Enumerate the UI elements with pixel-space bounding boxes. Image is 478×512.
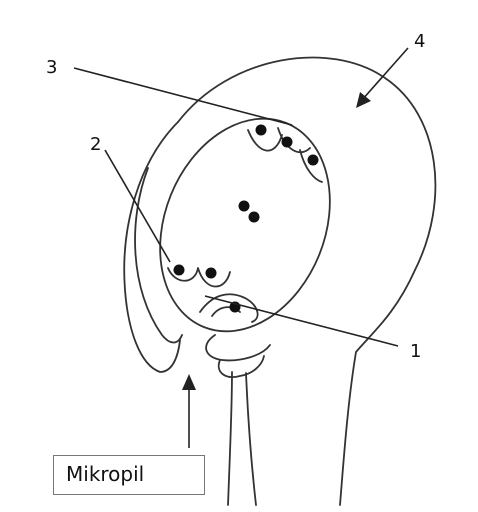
label-1: 1 (410, 341, 421, 362)
label-4: 4 (414, 31, 425, 52)
arrow-head-4 (356, 92, 371, 108)
synergid-nucleus (206, 268, 217, 279)
label-3: 3 (46, 57, 57, 78)
embryo-sac (130, 93, 361, 357)
micropyle-lips (206, 335, 270, 377)
antipodal-nucleus (256, 125, 267, 136)
micropyle-label: Mikropil (66, 462, 144, 486)
polar-nucleus (239, 201, 250, 212)
leader-line-2 (105, 150, 170, 262)
polar-nucleus (249, 212, 260, 223)
antipodal-nucleus (308, 155, 319, 166)
inner-integument-flap (135, 168, 182, 343)
synergid-nucleus (174, 265, 185, 276)
label-2: 2 (90, 134, 101, 155)
arrow-head-micropyle (182, 374, 196, 390)
leader-line-1 (205, 296, 398, 346)
antipodal-nucleus (282, 137, 293, 148)
outer-integument (178, 58, 435, 505)
outer-integument-flap (124, 122, 180, 372)
